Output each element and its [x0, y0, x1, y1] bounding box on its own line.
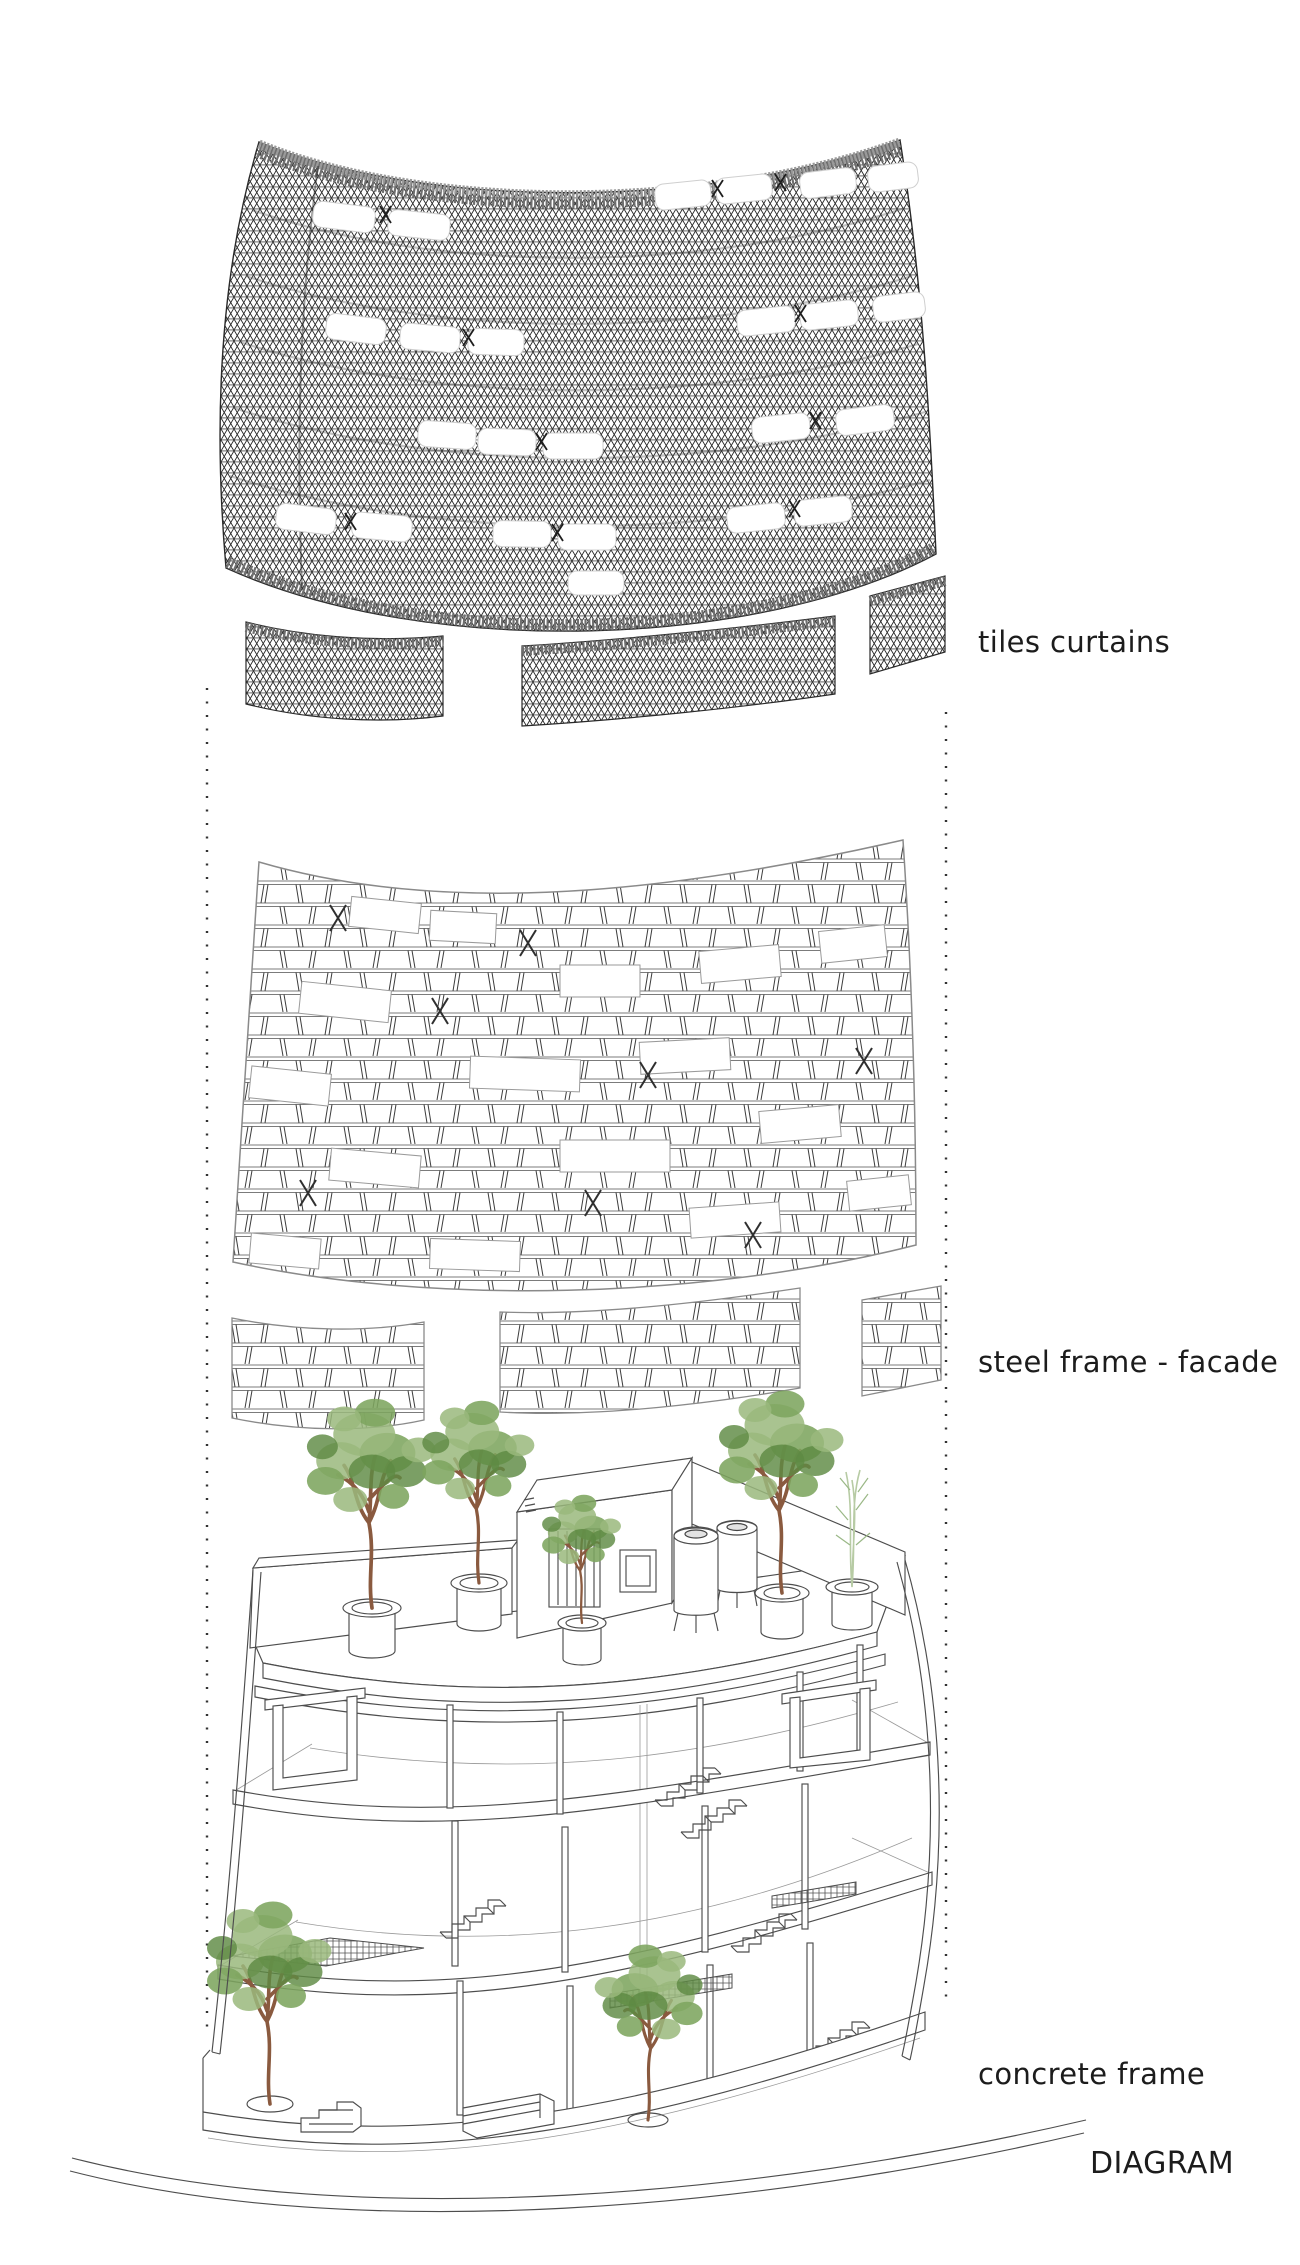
door-frame-right — [781, 1679, 877, 1769]
curtain-strip-middle — [521, 615, 836, 727]
curtain-bottom-band — [225, 542, 937, 632]
steel-frame-x-braces — [299, 904, 873, 1249]
label-steel-frame-facade: steel frame - facade — [978, 1345, 1279, 1379]
right-wall — [896, 1559, 940, 2061]
curtain-top-band-highlight — [257, 137, 902, 200]
roof-slab-fascia — [254, 1631, 886, 1723]
planter-pot — [348, 1613, 396, 1659]
street-bench-long — [462, 2093, 555, 2139]
left-wall — [211, 1569, 262, 2055]
steel-frame-openings — [247, 895, 912, 1273]
ground-slab — [202, 2011, 926, 2153]
street-curb — [69, 2119, 1087, 2213]
roof-back-left-wall — [249, 1539, 520, 1649]
street-bench-steps — [300, 2101, 362, 2133]
planter-pot — [831, 1592, 873, 1631]
curtain-strip-right — [869, 575, 946, 675]
interior-depth-lines — [217, 1699, 933, 1980]
penthouse-window — [619, 1549, 657, 1593]
floor-slab-3 — [232, 1741, 931, 1822]
planter-pot — [760, 1598, 804, 1640]
planter-pot — [562, 1627, 602, 1666]
tiles-curtain-layer — [219, 137, 947, 727]
label-tiles-curtains: tiles curtains — [978, 625, 1171, 659]
steel-strip-middle — [499, 1287, 801, 1414]
roof-bamboo-plant — [835, 1469, 871, 1588]
roof-planters — [305, 1388, 879, 1666]
door-frame-left — [264, 1687, 366, 1791]
tiles-curtain-strips — [244, 575, 947, 727]
penthouse-vent-slats — [523, 1497, 537, 1513]
concrete-frame-layer — [69, 1388, 1087, 2213]
ground-trees — [205, 1899, 705, 2128]
curtain-bowtie-connectors — [344, 173, 822, 542]
curtain-window-openings — [275, 161, 926, 596]
water-tank-rear — [716, 1519, 758, 1608]
steel-frame-layer — [231, 839, 942, 1430]
water-tank-front — [673, 1526, 719, 1633]
planter-pot — [456, 1588, 502, 1632]
steel-strip-right — [861, 1285, 942, 1397]
label-concrete-frame: concrete frame — [978, 2057, 1206, 2091]
label-diagram-title: DIAGRAM — [1090, 2146, 1235, 2181]
